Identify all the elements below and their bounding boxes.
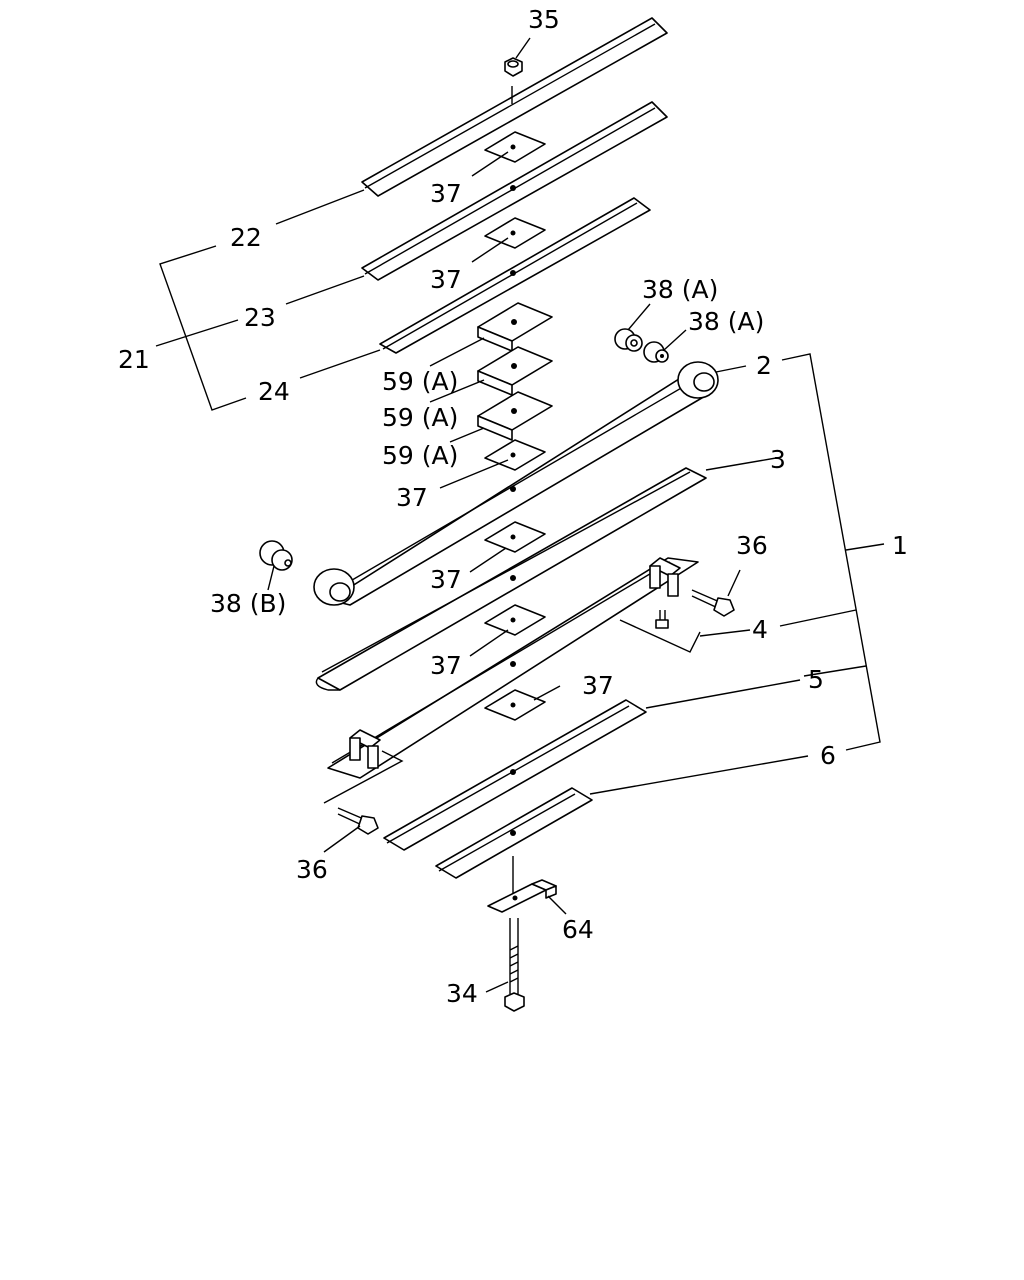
callout-37: 37 [430,651,462,680]
callout-21: 21 [118,345,150,374]
leaf-24 [379,197,651,354]
bushing-38b-icon [259,540,293,571]
callout-3: 3 [770,445,786,474]
callout-labels: 35 37 22 37 23 21 24 38 (A) 38 (A) 2 59 … [118,5,908,1008]
callout-2: 2 [756,351,772,380]
callout-23: 23 [244,303,276,332]
bolt-small-icon [655,610,669,629]
callout-59a: 59 (A) [382,441,458,470]
callout-59a: 59 (A) [382,403,458,432]
leaf-22 [361,17,668,197]
leader-lines [155,37,885,993]
callout-37: 37 [430,265,462,294]
bolt-36-left-icon [337,807,379,835]
bushing-38a-icon [614,328,669,363]
callout-37: 37 [582,671,614,700]
callout-64: 64 [562,915,594,944]
nut-35-icon [504,57,523,77]
callout-36: 36 [296,855,328,884]
callout-6: 6 [820,741,836,770]
callout-24: 24 [258,377,290,406]
callout-34: 34 [446,979,478,1008]
callout-37: 37 [430,565,462,594]
leaf-5 [383,689,647,851]
leaf-3 [315,467,707,691]
bolt-36-right-icon [691,589,735,617]
callout-38b: 38 (B) [210,589,286,618]
callout-35: 35 [528,5,560,34]
callout-22: 22 [230,223,262,252]
spacers-59a [477,302,553,471]
callout-38a: 38 (A) [688,307,764,336]
callout-37: 37 [430,179,462,208]
callout-5: 5 [808,665,824,694]
callout-37: 37 [396,483,428,512]
main-leaf-2 [313,361,719,606]
rebound-leaf-4 [323,557,701,804]
callout-1: 1 [892,531,908,560]
leaf-23 [361,101,668,281]
center-bolt-34-icon [504,918,525,1012]
callout-4: 4 [752,615,768,644]
leaf-6 [435,787,593,896]
callout-38a: 38 (A) [642,275,718,304]
callout-36: 36 [736,531,768,560]
callout-59a: 59 (A) [382,367,458,396]
bracket-64-icon [487,879,557,913]
